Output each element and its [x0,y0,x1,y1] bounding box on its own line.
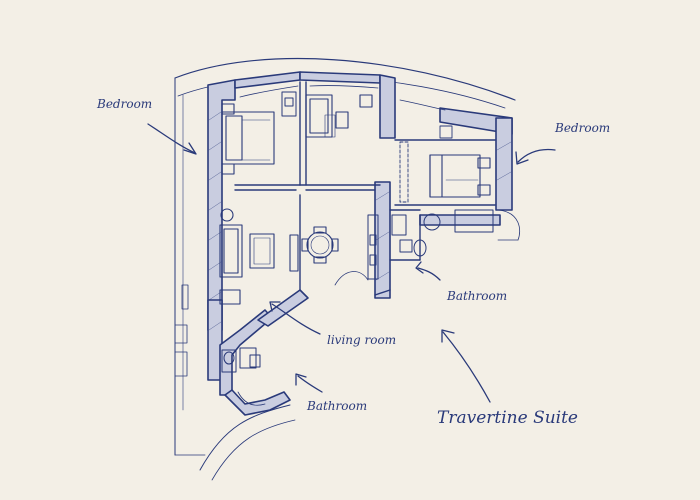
arrow-bathroom-right [417,267,441,281]
label-bathroom-right: Bathroom [447,289,508,303]
arrow-living [271,303,321,335]
arrow-suite [442,331,491,403]
door-swing-right [497,209,521,241]
sofa-living [219,208,299,305]
annotation-arrows [147,123,556,403]
sofa-middle [305,94,373,138]
terrace-curve [174,57,516,101]
wall-bath-bottom [224,389,291,416]
arrow-bathroom-bottom [297,375,323,393]
label-suite-title: Travertine Suite [437,408,578,428]
arrow-bedroom-left [147,123,196,154]
wall-stair [257,289,309,327]
bath-lower-fixtures [221,347,266,406]
bottom-curve [199,404,291,471]
wall-north-a [234,71,301,89]
label-bathroom-bottom: Bathroom [307,399,368,413]
wall-right-east [495,117,513,211]
wall-hatching [208,111,512,331]
bed-left [221,103,275,175]
exterior-walls [207,71,513,416]
desk-left [281,91,297,117]
wall-north-b [299,71,381,84]
window-marks [239,85,446,111]
terrace-details [174,284,189,377]
label-living-room: living room [327,333,397,347]
wardrobe-right [399,125,453,203]
door-swing-living [334,271,369,286]
bottom-curve-2 [211,419,296,481]
label-bedroom-left: Bedroom [97,97,153,111]
interior-walls [234,81,496,296]
bath-right-fixtures [391,209,494,257]
arrow-bedroom-right [517,148,556,163]
bed-right [429,154,491,198]
wall-bath-right [419,214,501,226]
kitchenette [367,214,379,280]
wall-ne-bedroom [379,74,396,139]
dining-table [301,226,339,264]
wall-living-east [374,181,391,299]
label-bedroom-right: Bedroom [555,121,611,135]
